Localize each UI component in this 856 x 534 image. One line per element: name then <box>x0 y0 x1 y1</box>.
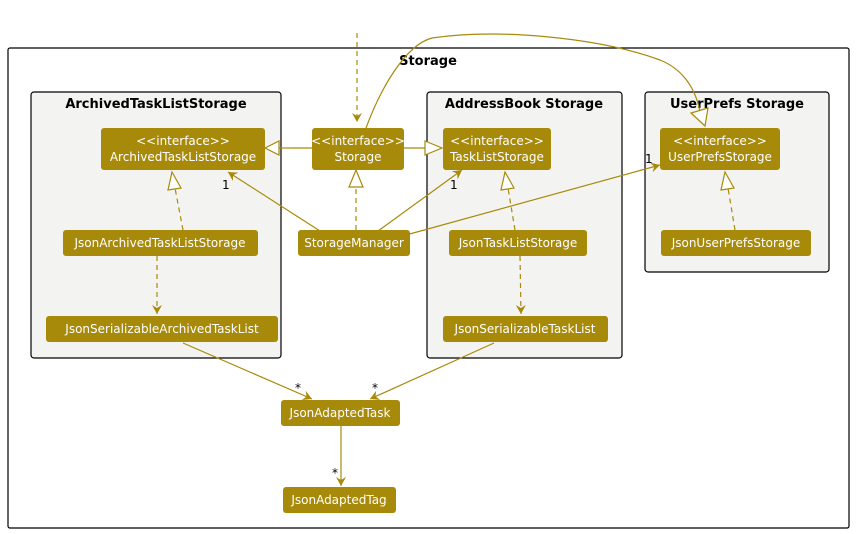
node-storage-manager-label: StorageManager <box>304 236 404 250</box>
edge-jsontasklist-tasklist <box>507 187 516 231</box>
edge-jsontasklist-sertasklist <box>515 255 526 315</box>
node-json-userprefs[interactable]: JsonUserPrefsStorage <box>661 230 811 256</box>
node-json-adapted-tag[interactable]: JsonAdaptedTag <box>283 487 396 513</box>
addressbook-package-title: AddressBook Storage <box>445 97 603 112</box>
node-storage-interface-label: Storage <box>335 150 382 164</box>
node-userprefs-interface-stereotype: <<interface>> <box>673 134 767 148</box>
node-json-archived-label: JsonArchivedTaskListStorage <box>73 236 245 250</box>
mult-sertasklist-task: * <box>372 381 378 395</box>
node-json-archived[interactable]: JsonArchivedTaskListStorage <box>63 230 258 256</box>
node-storage-manager[interactable]: StorageManager <box>298 230 410 256</box>
node-json-serializable-tasklist-label: JsonSerializableTaskList <box>454 322 596 336</box>
edge-sertasklist-task <box>369 342 495 400</box>
node-json-tasklist-label: JsonTaskListStorage <box>458 236 578 250</box>
mult-sm-archived: 1 <box>222 178 230 192</box>
mult-serarchived-task: * <box>295 381 301 395</box>
edge-storage-userprefs <box>365 33 701 129</box>
node-storage-interface-stereotype: <<interface>> <box>311 134 405 148</box>
node-json-adapted-task-label: JsonAdaptedTask <box>289 406 391 420</box>
edge-sm-archived <box>227 171 321 232</box>
mult-task-tag: * <box>332 466 338 480</box>
node-tasklist-interface[interactable]: <<interface>> TaskListStorage <box>443 128 551 170</box>
edge-jsonarchived-archived-head <box>167 170 182 191</box>
node-tasklist-interface-stereotype: <<interface>> <box>450 134 544 148</box>
node-json-userprefs-label: JsonUserPrefsStorage <box>671 236 801 250</box>
edge-jsonuserprefs-userprefs <box>727 187 736 231</box>
edge-sm-storage-head <box>348 168 364 188</box>
edge-storage-userprefs-head <box>689 107 709 128</box>
edge-storage-tasklist-head <box>424 140 444 156</box>
edge-sm-tasklist <box>377 169 463 232</box>
archived-package-title: ArchivedTaskListStorage <box>65 97 247 112</box>
node-userprefs-interface-label: UserPrefsStorage <box>668 150 772 164</box>
edge-jsonuserprefs-userprefs-head <box>720 170 735 191</box>
node-json-serializable-archived-label: JsonSerializableArchivedTaskList <box>64 322 259 336</box>
node-archived-interface[interactable]: <<interface>> ArchivedTaskListStorage <box>101 128 265 170</box>
node-json-serializable-tasklist[interactable]: JsonSerializableTaskList <box>443 316 608 342</box>
node-tasklist-interface-label: TaskListStorage <box>449 150 544 164</box>
node-userprefs-interface[interactable]: <<interface>> UserPrefsStorage <box>660 128 780 170</box>
storage-package-title: Storage <box>399 54 457 69</box>
node-json-adapted-task[interactable]: JsonAdaptedTask <box>281 400 400 426</box>
node-storage-interface[interactable]: <<interface>> Storage <box>311 128 405 170</box>
node-archived-interface-label: ArchivedTaskListStorage <box>110 150 256 164</box>
node-archived-interface-stereotype: <<interface>> <box>136 134 230 148</box>
node-json-adapted-tag-label: JsonAdaptedTag <box>290 493 386 507</box>
node-json-serializable-archived[interactable]: JsonSerializableArchivedTaskList <box>46 316 278 342</box>
edge-jsontasklist-tasklist-head <box>500 170 515 191</box>
edge-jsonarchived-archived <box>174 187 184 231</box>
edge-serarchived-task <box>182 342 313 401</box>
node-json-tasklist[interactable]: JsonTaskListStorage <box>449 230 587 256</box>
mult-sm-tasklist: 1 <box>450 178 458 192</box>
edge-sm-userprefs <box>405 162 661 236</box>
mult-sm-userprefs: 1 <box>645 152 653 166</box>
userprefs-package-title: UserPrefs Storage <box>670 97 804 112</box>
